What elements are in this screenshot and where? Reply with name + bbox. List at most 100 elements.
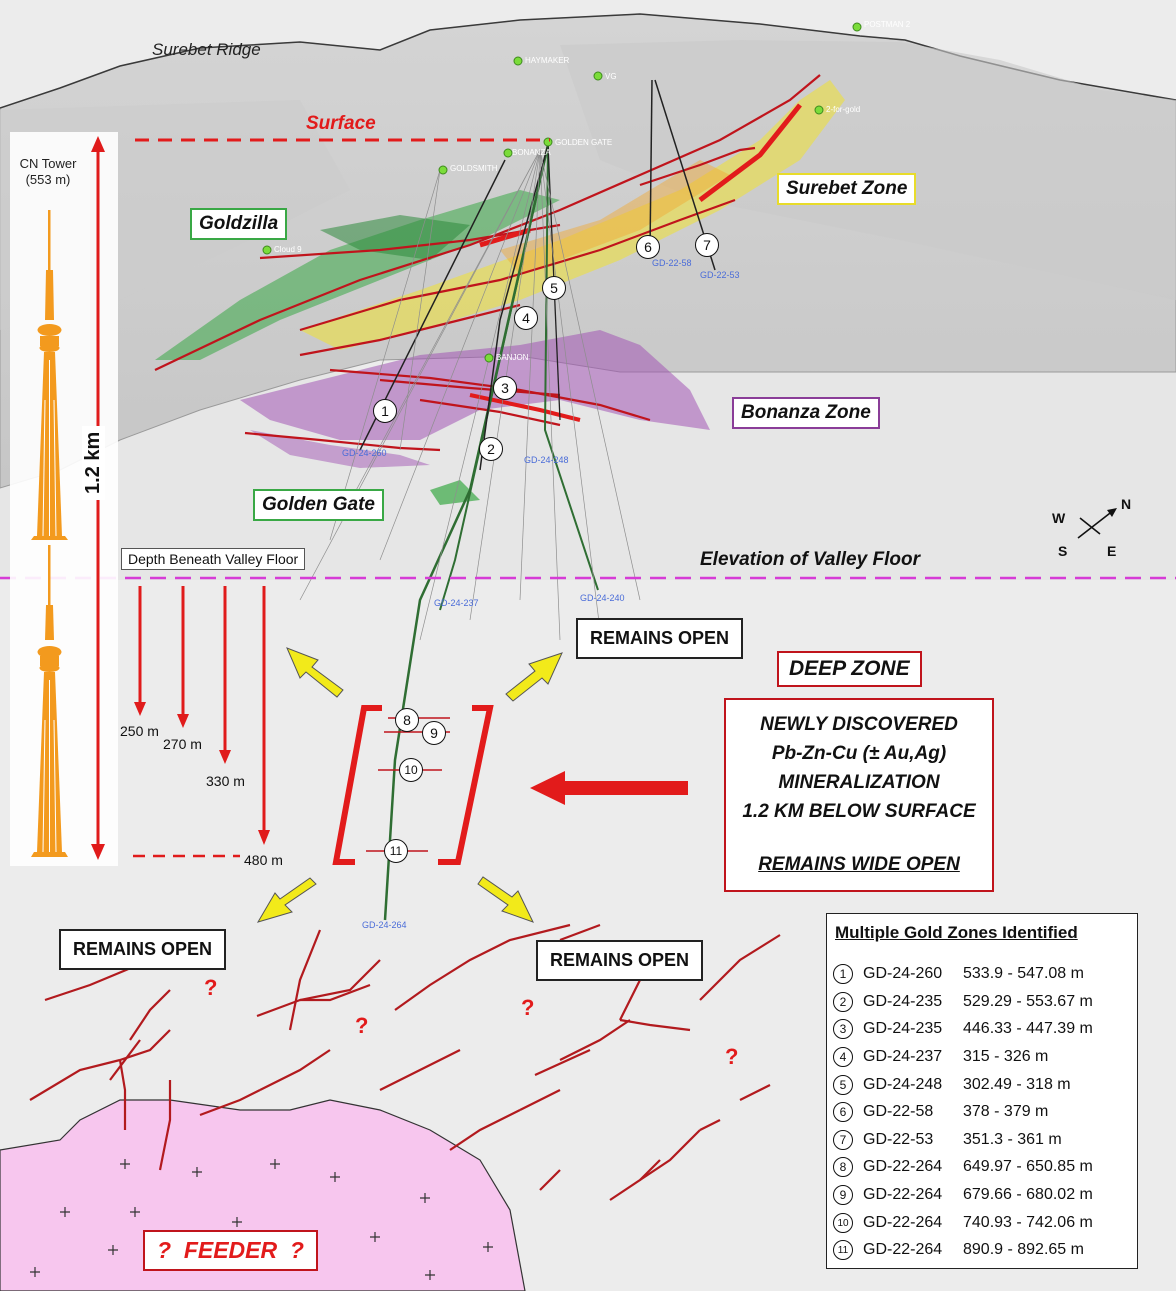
depth-250: 250 m (120, 723, 159, 739)
question-mark-2: ? (355, 1013, 369, 1038)
hole-label-237: GD-24-237 (434, 598, 479, 608)
goldzilla-zone-shape-2 (320, 215, 470, 260)
intercept-marker-8: 8 (395, 708, 419, 732)
legend-interval: 378 - 379 m (963, 1103, 1049, 1120)
discovery-line-2: Pb-Zn-Cu (± Au,Ag) (771, 743, 947, 764)
banjon-label: BANJON (496, 353, 529, 362)
intercept-marker-3: 3 (493, 376, 517, 400)
legend-row: 8 GD-22-264 649.97 - 650.85 m (833, 1154, 1093, 1180)
legend-interval: 351.3 - 361 m (963, 1131, 1062, 1148)
discovery-line-1: NEWLY DISCOVERED (760, 714, 958, 735)
surface-collar-dots (262, 22, 862, 363)
terrain-shade (560, 40, 1176, 300)
legend-row: 9 GD-22-264 679.66 - 680.02 m (833, 1182, 1093, 1208)
intercept-marker-5: 5 (542, 276, 566, 300)
legend-interval: 302.49 - 318 m (963, 1076, 1071, 1093)
legend-num: 11 (833, 1240, 853, 1260)
cn-tower-lower-stripes (42, 680, 57, 853)
bonanza-zone-label: Bonanza Zone (732, 397, 880, 429)
legend-hole: GD-24-235 (863, 1020, 943, 1037)
vein-thick-3 (469, 393, 581, 422)
legend-interval: 649.97 - 650.85 m (963, 1158, 1093, 1175)
legend-hole: GD-22-58 (863, 1103, 934, 1120)
remains-open-upper-right: REMAINS OPEN (576, 618, 744, 659)
legend-interval: 529.29 - 553.67 m (963, 993, 1093, 1010)
compass-n: N (1121, 496, 1132, 512)
legend-num: 8 (833, 1157, 853, 1177)
valley-floor-label: Elevation of Valley Floor (700, 549, 920, 570)
ridge-label: Surebet Ridge (152, 40, 261, 59)
cloud9-label: Cloud 9 (274, 245, 302, 254)
legend-num: 4 (833, 1047, 853, 1067)
depth-270: 270 m (163, 736, 202, 752)
intercept-marker-6: 6 (636, 235, 660, 259)
discovery-box: NEWLY DISCOVERED Pb-Zn-Cu (± Au,Ag) MINE… (724, 698, 994, 892)
depth-beneath-label: Depth Beneath Valley Floor (121, 548, 306, 570)
depth-arrowheads (134, 702, 270, 845)
vg-label: VG (605, 72, 617, 81)
legend-hole: GD-24-248 (863, 1076, 943, 1093)
scale-arrow-bottom (91, 844, 105, 860)
legend-interval: 679.66 - 680.02 m (963, 1186, 1093, 1203)
question-mark-3: ? (521, 995, 535, 1020)
legend-row: 2 GD-24-235 529.29 - 553.67 m (833, 989, 1093, 1015)
legend-hole: GD-22-264 (863, 1158, 943, 1175)
legend-num: 2 (833, 992, 853, 1012)
legend-interval: 890.9 - 892.65 m (963, 1241, 1084, 1258)
feeder-crosses (30, 1159, 493, 1280)
hole-label-248: GD-24-248 (524, 455, 569, 465)
intercept-marker-11: 11 (384, 839, 408, 863)
golden-gate-shape (430, 480, 480, 505)
surebet-zone-shape (300, 80, 845, 350)
surebet-zone-orange (500, 160, 730, 275)
legend-num: 10 (833, 1213, 853, 1233)
legend-num: 3 (833, 1019, 853, 1039)
legend-interval: 446.33 - 447.39 m (963, 1020, 1093, 1037)
golden-gate-label: Golden Gate (253, 489, 384, 521)
legend-interval: 740.93 - 742.06 m (963, 1214, 1093, 1231)
discovery-line-3: MINERALIZATION (778, 772, 940, 793)
hole-label-240: GD-24-240 (580, 593, 625, 603)
cn-tower-upper-stripes (42, 360, 57, 537)
hole-label-58: GD-22-58 (652, 258, 692, 268)
remains-open-lower-left: REMAINS OPEN (59, 929, 227, 970)
discovery-arrow (530, 771, 688, 805)
hole-label-260: GD-24-260 (342, 448, 387, 458)
surface-label: Surface (306, 113, 376, 134)
discovery-line-5: REMAINS WIDE OPEN (758, 854, 960, 875)
haymaker-label: HAYMAKER (525, 56, 570, 65)
legend-hole: GD-24-235 (863, 993, 943, 1010)
legend-num: 1 (833, 964, 853, 984)
depth-arrows (138, 586, 266, 835)
feeder-region (0, 1099, 526, 1291)
compass-s: S (1058, 543, 1068, 559)
compass-e: E (1107, 543, 1117, 559)
goldzilla-label: Goldzilla (190, 208, 288, 240)
compass-w: W (1052, 510, 1066, 526)
discovery-line-4: 1.2 KM BELOW SURFACE (742, 801, 976, 822)
legend-num: 6 (833, 1102, 853, 1122)
compass-icon (1077, 508, 1117, 539)
legend-row: 6 GD-22-58 378 - 379 m (833, 1099, 1048, 1125)
legend-row: 3 GD-24-235 446.33 - 447.39 m (833, 1016, 1093, 1042)
intercept-marker-7: 7 (695, 233, 719, 257)
vein-thick-2 (479, 227, 531, 248)
legend-row: 11 GD-22-264 890.9 - 892.65 m (833, 1237, 1084, 1263)
open-direction-arrows (256, 647, 563, 923)
legend-num: 9 (833, 1185, 853, 1205)
feeder-label: ? FEEDER ? (143, 1230, 318, 1271)
hole-label-264: GD-24-264 (362, 920, 407, 930)
deep-zone-label: DEEP ZONE (777, 651, 922, 687)
intercept-marker-2: 2 (479, 437, 503, 461)
legend-hole: GD-22-264 (863, 1186, 943, 1203)
question-mark-4: ? (725, 1044, 739, 1069)
legend-hole: GD-22-264 (863, 1241, 943, 1258)
